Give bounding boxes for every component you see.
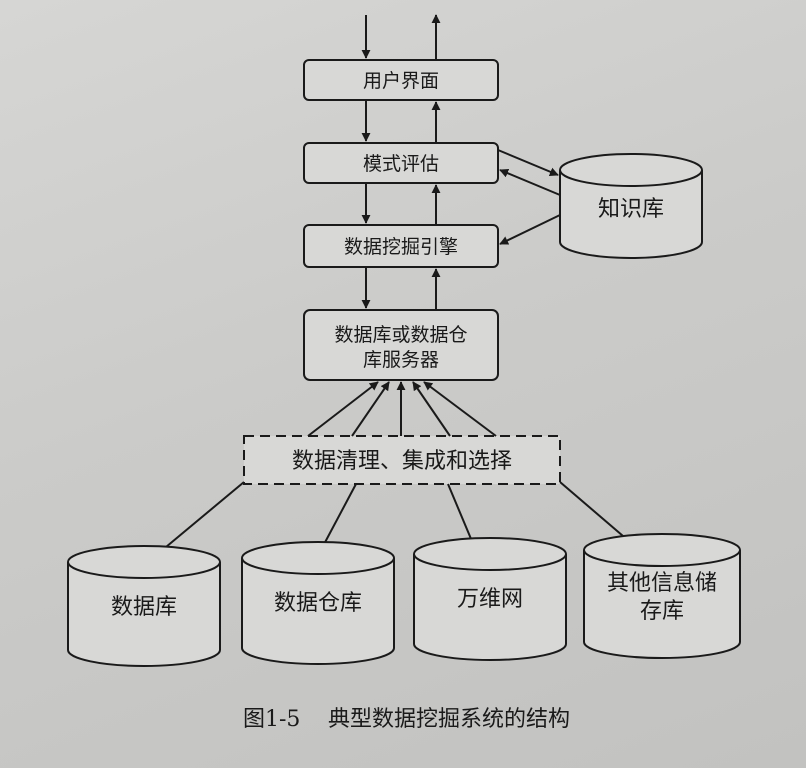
server-label-line-1: 数据库或数据仓	[334, 324, 467, 346]
mining-engine-label: 数据挖掘引擎	[344, 236, 458, 258]
cleaning-label: 数据清理、集成和选择	[292, 449, 512, 474]
other-repositories-cylinder: 其他信息储 存库	[583, 533, 741, 659]
caption-title: 典型数据挖掘系统的结构	[328, 707, 570, 732]
www-cylinder: 万维网	[413, 537, 567, 661]
line-database-to-cleaning	[159, 481, 245, 553]
pattern-evaluation-box: 模式评估	[303, 142, 499, 184]
mining-engine-box: 数据挖掘引擎	[303, 224, 499, 268]
database-server-box: 数据库或数据仓 库服务器	[303, 309, 499, 381]
arrow-knowledge-to-engine	[499, 214, 561, 245]
figure-caption: 图1-5 典型数据挖掘系统的结构	[243, 707, 570, 732]
arrow-knowledge-to-evaluation	[499, 168, 561, 196]
user-interface-label: 用户界面	[363, 70, 439, 92]
line-other-to-cleaning	[559, 481, 631, 543]
database-cylinder: 数据库	[67, 545, 221, 667]
server-label-line-2: 库服务器	[363, 349, 439, 371]
user-interface-box: 用户界面	[303, 59, 499, 101]
line-warehouse-to-cleaning	[321, 483, 357, 549]
arrow-cleaning-to-server-4	[412, 381, 451, 437]
line-www-to-cleaning	[447, 483, 475, 547]
arrow-cleaning-to-server-5	[423, 381, 497, 437]
arrow-cleaning-to-server-2	[351, 381, 390, 437]
knowledge-base-cylinder: 知识库	[559, 153, 703, 259]
www-label: 万维网	[457, 587, 523, 612]
data-warehouse-cylinder: 数据仓库	[241, 541, 395, 665]
other-repositories-label-line-1: 其他信息储	[607, 571, 717, 596]
database-label: 数据库	[111, 595, 177, 620]
arrow-cleaning-to-server-1	[307, 381, 379, 437]
data-warehouse-label: 数据仓库	[274, 591, 362, 616]
arrow-evaluation-to-knowledge	[497, 149, 559, 177]
caption-number: 图1-5	[243, 707, 300, 732]
cleaning-integration-selection-box: 数据清理、集成和选择	[243, 435, 561, 485]
knowledge-base-label: 知识库	[598, 197, 664, 222]
other-repositories-label-line-2: 存库	[640, 599, 684, 624]
pattern-evaluation-label: 模式评估	[363, 153, 439, 175]
